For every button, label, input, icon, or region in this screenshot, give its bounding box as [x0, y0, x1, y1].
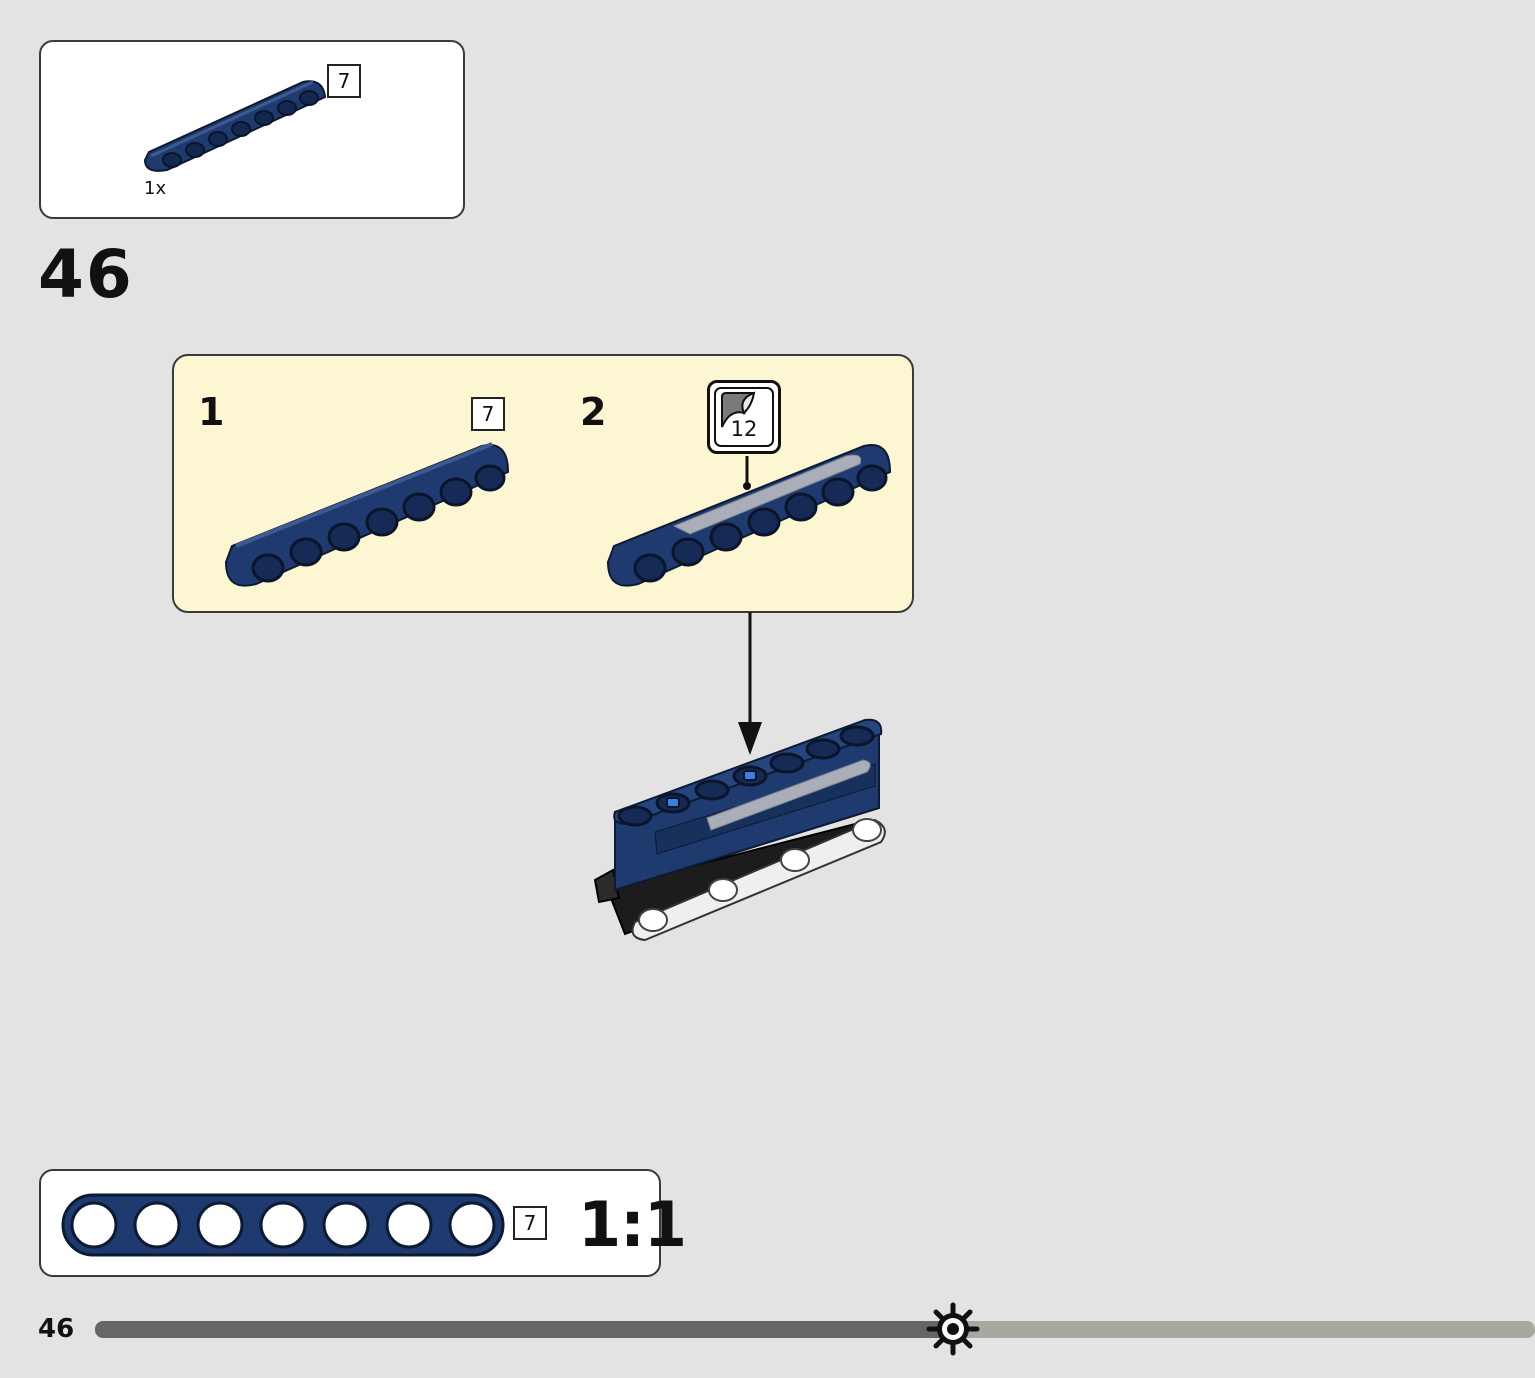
sticker-callout: 12 — [707, 380, 781, 454]
beam-7-sub-step-1 — [224, 442, 510, 587]
sticker-applied — [672, 454, 862, 535]
parts-list-panel: 7 1x — [39, 40, 465, 219]
beam-7-with-sticker — [606, 444, 892, 587]
sticker-number: 12 — [730, 417, 758, 441]
progress-bar — [95, 1302, 1535, 1356]
scale-ratio: 1:1 — [578, 1188, 687, 1261]
assembly-model — [593, 718, 886, 942]
beam-length-label: 7 — [327, 64, 361, 98]
sub-step-2-number: 2 — [580, 390, 607, 434]
beam-7-actual-size — [61, 1193, 505, 1257]
gear-icon — [926, 1302, 980, 1356]
beam-7-part-icon — [143, 80, 327, 172]
step-number: 46 — [38, 236, 134, 313]
sub-step-1-beam-length: 7 — [471, 397, 505, 431]
sub-step-1-number: 1 — [198, 390, 225, 434]
scale-reference-panel — [39, 1169, 661, 1277]
sticker-on-model — [706, 759, 871, 831]
page-number: 46 — [38, 1314, 75, 1344]
progress-done — [95, 1321, 959, 1338]
sticker-peel-icon — [721, 391, 756, 428]
attach-arrow — [738, 612, 762, 755]
scale-beam-length: 7 — [513, 1206, 547, 1240]
part-quantity: 1x — [144, 178, 167, 199]
submodel-panel: 1 7 2 — [172, 354, 914, 613]
